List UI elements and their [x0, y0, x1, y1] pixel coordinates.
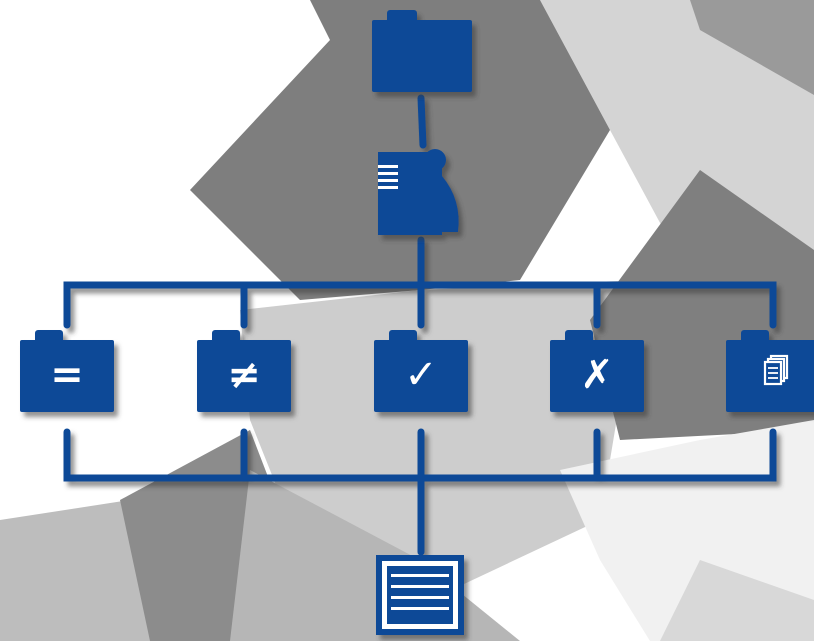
briefcase-icon [372, 10, 472, 92]
not-equal-briefcase-icon: ≠ [197, 330, 291, 412]
bg-shape-bottom-right [660, 560, 814, 641]
report-document-icon [376, 555, 464, 635]
bg-shape-top-dark [190, 0, 610, 300]
branch-node-3: ✓ [374, 330, 468, 412]
connector-top-to-middle [417, 94, 427, 149]
branch-node-4: ✗ [550, 330, 644, 412]
branch-node-1: = [20, 330, 114, 412]
branch-node-2: ≠ [197, 330, 291, 412]
copy-briefcase-icon [726, 330, 814, 412]
middle-node [378, 149, 459, 235]
cross-briefcase-icon: ✗ [550, 330, 644, 412]
top-node [372, 10, 472, 92]
bottom-node [376, 555, 464, 635]
branch-symbol: = [50, 352, 84, 398]
branch-symbol: ≠ [227, 352, 261, 398]
check-briefcase-icon: ✓ [374, 330, 468, 412]
branch-node-5 [726, 330, 814, 412]
equals-briefcase-icon: = [20, 330, 114, 412]
connectors [63, 94, 777, 556]
branch-symbol: ✓ [404, 352, 438, 398]
document-user-icon [378, 149, 459, 235]
branch-nodes: = ≠ ✓ ✗ [20, 330, 814, 412]
branch-symbol: ✗ [580, 352, 614, 398]
bg-shape-top-right-dark [690, 0, 814, 95]
